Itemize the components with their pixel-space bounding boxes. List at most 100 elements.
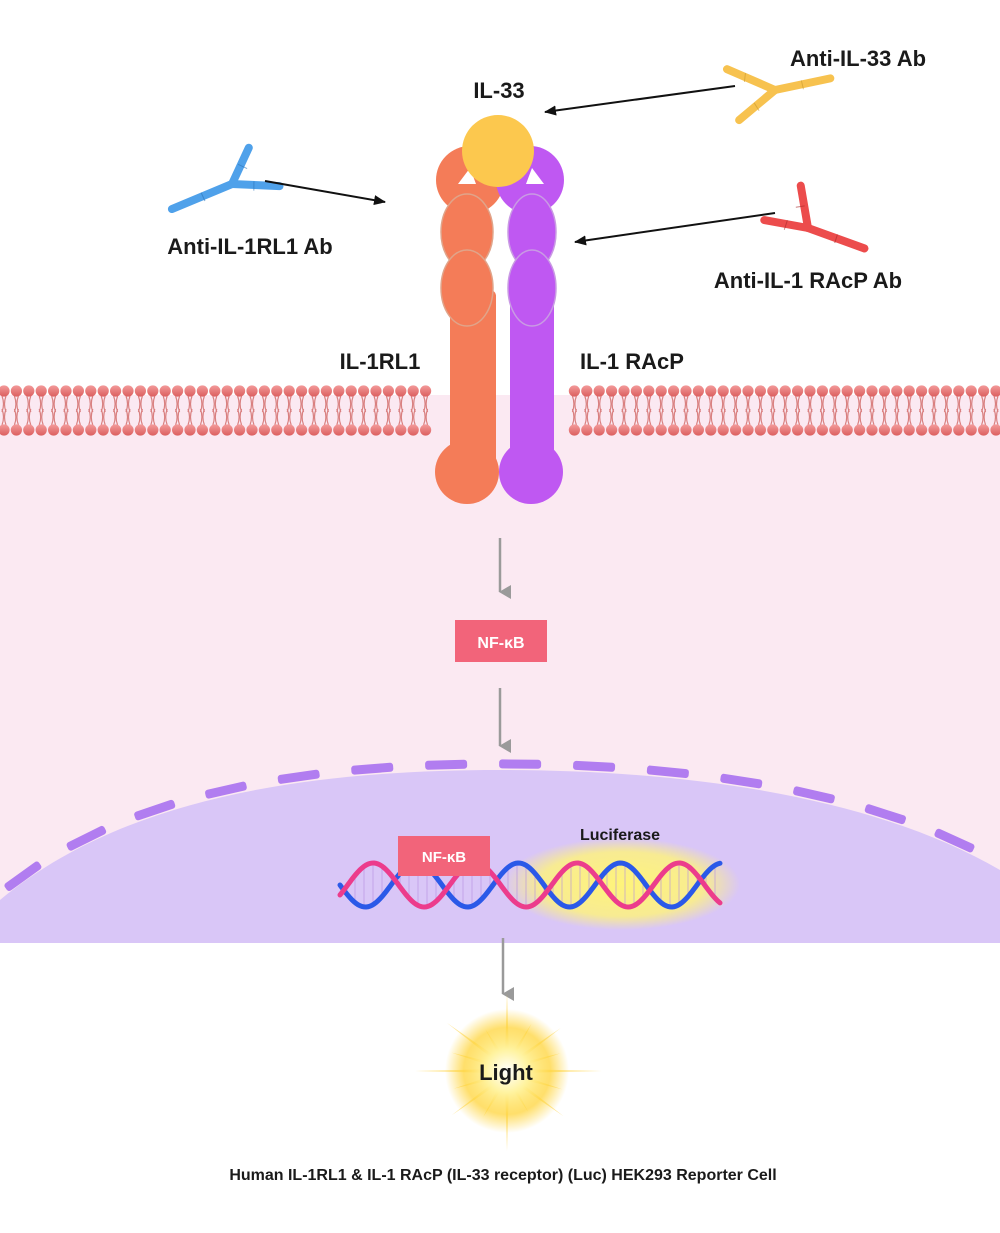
- lipid-tail: [289, 408, 292, 426]
- lipid-head: [308, 424, 320, 436]
- lipid-head: [717, 385, 729, 397]
- lipid-head: [184, 424, 196, 436]
- lipid-tail: [611, 408, 615, 426]
- lipid-head: [97, 424, 109, 436]
- lipid-head: [829, 424, 841, 436]
- lipid-head: [308, 385, 320, 397]
- lipid-tail: [348, 408, 352, 426]
- lipid-head: [60, 385, 72, 397]
- lipid-tail: [13, 408, 17, 426]
- lipid-tail: [88, 408, 91, 426]
- lipid-tail: [3, 408, 7, 426]
- lipid-tail: [338, 408, 342, 426]
- lipid-head: [258, 385, 270, 397]
- lipid-head: [606, 424, 618, 436]
- lipid-head: [345, 424, 357, 436]
- nuclear-envelope-segment: [351, 762, 394, 775]
- lipid-tail: [599, 408, 602, 426]
- lipid-tail: [906, 408, 910, 426]
- lipid-tail: [971, 408, 974, 426]
- lipid-head: [903, 424, 915, 436]
- lipid-tail: [844, 408, 848, 426]
- arrow-anti-il1racp-to-receptor: [574, 212, 776, 246]
- dna-strand-pink: [337, 860, 723, 910]
- lipid-head: [816, 385, 829, 397]
- lipid-tail: [239, 408, 243, 426]
- lipid-head: [779, 424, 791, 436]
- lipid-head: [680, 385, 692, 397]
- anti-il1racp-ab-label: Anti-IL-1 RAcP Ab: [714, 268, 902, 293]
- lipid-head: [221, 385, 233, 397]
- lipid-head: [420, 385, 432, 397]
- lipid-tail: [695, 408, 699, 426]
- lipid-head: [965, 424, 977, 436]
- lipid-tail: [832, 408, 835, 426]
- lipid-head: [382, 424, 394, 436]
- lipid-tail: [745, 408, 749, 426]
- anti-il33-ab-label: Anti-IL-33 Ab: [790, 46, 926, 71]
- il1rl1-label: IL-1RL1: [340, 349, 421, 374]
- lipid-tail: [63, 408, 67, 426]
- lipid-head: [48, 424, 60, 436]
- luciferase-label: Luciferase: [580, 827, 660, 844]
- lipid-head: [730, 424, 742, 436]
- nuclear-envelope-segment: [4, 861, 42, 891]
- lipid-tail: [633, 408, 637, 426]
- lipid-tail: [323, 408, 327, 426]
- lipid-tail: [921, 408, 925, 426]
- lipid-tail: [336, 408, 339, 426]
- lipid-tail: [388, 408, 391, 426]
- il1rl1-receptor: [435, 146, 504, 504]
- lipid-head: [35, 385, 47, 397]
- lipid-tail: [28, 408, 32, 426]
- lipid-tail: [189, 408, 193, 426]
- lipid-tail: [400, 408, 404, 426]
- anti-il1rl1-ab-label: Anti-IL-1RL1 Ab: [167, 234, 332, 259]
- il33-label: IL-33: [473, 78, 524, 103]
- lipid-tail: [51, 408, 54, 426]
- lipid-head: [978, 424, 990, 436]
- lipid-head: [866, 424, 878, 436]
- lipid-tail: [757, 408, 761, 426]
- lipid-head: [184, 385, 196, 397]
- lipid-tail: [809, 408, 813, 426]
- lipid-tail: [26, 408, 29, 426]
- lipid-tail: [735, 408, 739, 426]
- lipid-head: [159, 385, 171, 397]
- lipid-tail: [363, 408, 367, 426]
- lipid-head: [916, 424, 928, 436]
- lipid-tail: [103, 408, 106, 426]
- il33-ligand: [462, 115, 534, 187]
- lipid-tail: [115, 408, 119, 426]
- lipid-head: [420, 424, 432, 436]
- lipid-head: [258, 424, 270, 436]
- lipid-head: [792, 385, 804, 397]
- lipid-head: [928, 424, 940, 436]
- lipid-head: [333, 424, 345, 436]
- lipid-head: [320, 424, 332, 436]
- lipid-head: [134, 424, 146, 436]
- lipid-head: [172, 385, 184, 397]
- lipid-tail: [38, 408, 42, 426]
- lipid-tail: [214, 408, 218, 426]
- lipid-tail: [919, 408, 922, 426]
- lipid-tail: [720, 408, 724, 426]
- lipid-head: [358, 424, 370, 436]
- light-label: Light: [479, 1060, 533, 1085]
- nuclear-envelope-segment: [66, 825, 107, 851]
- il1racp-label: IL-1 RAcP: [580, 349, 684, 374]
- lipid-tail: [956, 408, 959, 426]
- lipid-tail: [933, 408, 937, 426]
- lipid-tail: [871, 408, 875, 426]
- lipid-head: [742, 385, 754, 397]
- lipid-tail: [137, 408, 141, 426]
- lipid-tail: [202, 408, 205, 426]
- nfkb-box-nucleus: [398, 836, 490, 876]
- lipid-tail: [373, 408, 377, 426]
- lipid-head: [990, 424, 1000, 436]
- lipid-tail: [658, 408, 662, 426]
- lipid-head: [0, 424, 10, 436]
- lipid-head: [122, 424, 134, 436]
- lipid-tail: [958, 408, 962, 426]
- lipid-head: [990, 385, 1000, 397]
